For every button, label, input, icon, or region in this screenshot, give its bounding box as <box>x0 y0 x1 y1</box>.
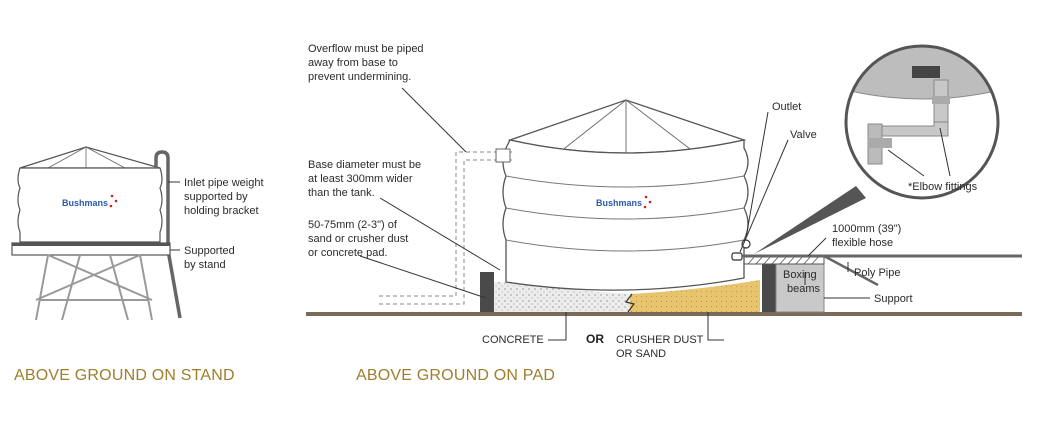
crusher-label-2: OR SAND <box>616 348 666 360</box>
stand-legs <box>35 254 153 321</box>
hose-label-1: 1000mm (39") <box>832 223 901 235</box>
sand-note-3: or concrete pad. <box>308 247 388 259</box>
stand-label-1: Supported <box>184 245 235 257</box>
left-edge-beam <box>480 272 494 312</box>
caption-pad: ABOVE GROUND ON PAD <box>356 367 555 384</box>
support-label: Support <box>874 293 913 305</box>
stand-tank-roof <box>19 146 161 169</box>
or-label: OR <box>586 332 604 346</box>
poly-pipe-label: Poly Pipe <box>854 267 900 279</box>
pad-leaders <box>359 87 870 341</box>
outlet-label: Outlet <box>772 101 801 113</box>
pad-tank-brand: Bushmans <box>596 198 642 208</box>
stand-tank-group: Bushmans <box>11 146 182 321</box>
concrete-label: CONCRETE <box>482 334 544 346</box>
overflow-note-1: Overflow must be piped <box>308 43 424 55</box>
detail-callout-wedge <box>754 186 866 254</box>
pad-break <box>624 293 636 313</box>
base-note-3: than the tank. <box>308 187 375 199</box>
boxing-label-1: Boxing <box>783 269 817 281</box>
inlet-label-3: holding bracket <box>184 205 259 217</box>
boxing-label-2: beams <box>787 283 821 295</box>
inlet-label-2: supported by <box>184 191 248 203</box>
stand-tank-body <box>17 167 163 243</box>
crusher-label-1: CRUSHER DUST <box>616 334 704 346</box>
pad-tank-body <box>502 139 749 291</box>
hose-label-2: flexible hose <box>832 237 893 249</box>
inlet-label-1: Inlet pipe weight <box>184 177 264 189</box>
inlet-pipe <box>154 150 182 319</box>
base-note-2: at least 300mm wider <box>308 173 413 185</box>
boxing-beams-block <box>775 263 825 313</box>
right-edge-beam <box>762 264 776 312</box>
caption-stand: ABOVE GROUND ON STAND <box>14 367 235 384</box>
base-note-1: Base diameter must be <box>308 159 421 171</box>
pad-tank-roof <box>507 99 747 154</box>
stand-tank-brand: Bushmans <box>62 198 108 208</box>
elbow-fittings-label: *Elbow fittings <box>908 181 978 193</box>
valve-label: Valve <box>790 129 817 141</box>
sand-note-2: sand or crusher dust <box>308 233 408 245</box>
overflow-note-3: prevent undermining. <box>308 71 411 83</box>
stand-label-2: by stand <box>184 259 226 271</box>
overflow-pipe <box>378 151 512 305</box>
valve-fitting <box>731 252 743 261</box>
overflow-note-2: away from base to <box>308 57 398 69</box>
ground-line <box>306 312 1022 316</box>
sand-note-1: 50-75mm (2-3") of <box>308 219 398 231</box>
